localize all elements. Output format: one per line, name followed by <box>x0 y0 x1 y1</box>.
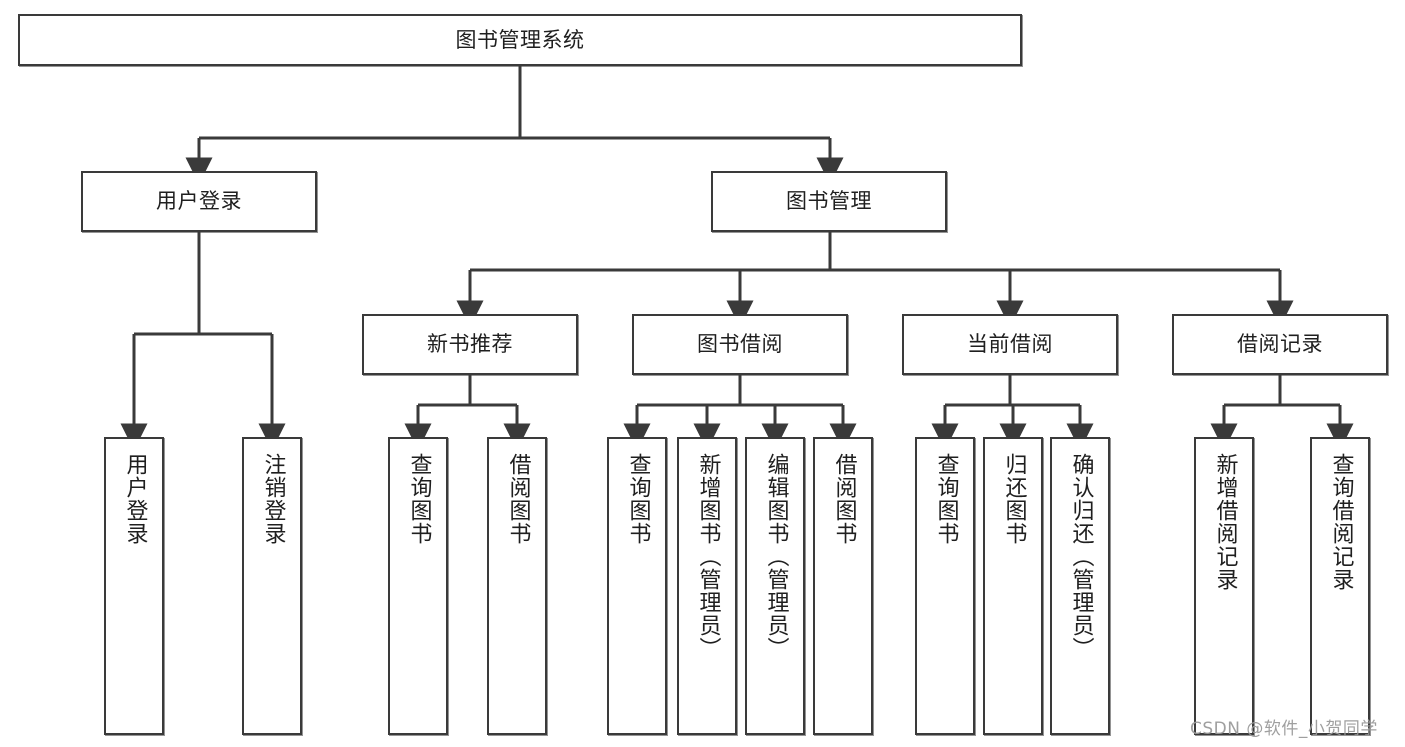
node-root-label: 图书管理系统 <box>455 27 585 52</box>
node-new-book-rec-label: 新书推荐 <box>427 332 513 357</box>
node-book-manage-label: 图书管理 <box>786 189 872 214</box>
node-leaf-query-book-3[interactable]: 查询图书 <box>915 437 975 735</box>
node-leaf-query-book-2-label: 查询图书 <box>625 453 651 545</box>
node-leaf-confirm-return-label: 确认归还（管理员） <box>1068 453 1094 660</box>
node-user-login-label: 用户登录 <box>156 189 242 214</box>
node-leaf-query-record[interactable]: 查询借阅记录 <box>1310 437 1370 735</box>
node-leaf-add-record-label: 新增借阅记录 <box>1212 453 1238 591</box>
node-book-borrow-label: 图书借阅 <box>697 332 783 357</box>
node-current-borrow[interactable]: 当前借阅 <box>902 314 1118 375</box>
node-new-book-rec[interactable]: 新书推荐 <box>362 314 578 375</box>
node-user-login[interactable]: 用户登录 <box>81 171 317 232</box>
node-leaf-query-book-2[interactable]: 查询图书 <box>607 437 667 735</box>
node-leaf-return-book-label: 归还图书 <box>1001 453 1027 545</box>
node-leaf-user-login-label: 用户登录 <box>122 453 148 545</box>
node-leaf-return-book[interactable]: 归还图书 <box>983 437 1043 735</box>
node-leaf-query-book-3-label: 查询图书 <box>933 453 959 545</box>
node-borrow-record-label: 借阅记录 <box>1237 332 1323 357</box>
node-borrow-record[interactable]: 借阅记录 <box>1172 314 1388 375</box>
node-leaf-add-book[interactable]: 新增图书（管理员） <box>677 437 737 735</box>
node-current-borrow-label: 当前借阅 <box>967 332 1053 357</box>
node-book-borrow[interactable]: 图书借阅 <box>632 314 848 375</box>
node-leaf-logout[interactable]: 注销登录 <box>242 437 302 735</box>
node-leaf-add-book-label: 新增图书（管理员） <box>695 453 721 660</box>
node-root[interactable]: 图书管理系统 <box>18 14 1022 66</box>
node-leaf-edit-book-label: 编辑图书（管理员） <box>763 453 789 660</box>
node-leaf-add-record[interactable]: 新增借阅记录 <box>1194 437 1254 735</box>
node-leaf-confirm-return[interactable]: 确认归还（管理员） <box>1050 437 1110 735</box>
node-leaf-borrow-book-1-label: 借阅图书 <box>505 453 531 545</box>
watermark: CSDN @软件_小贺同学 <box>1190 719 1378 739</box>
node-leaf-borrow-book-2[interactable]: 借阅图书 <box>813 437 873 735</box>
node-leaf-query-book-1[interactable]: 查询图书 <box>388 437 448 735</box>
node-leaf-borrow-book-1[interactable]: 借阅图书 <box>487 437 547 735</box>
node-leaf-logout-label: 注销登录 <box>260 453 286 545</box>
node-leaf-edit-book[interactable]: 编辑图书（管理员） <box>745 437 805 735</box>
node-leaf-query-record-label: 查询借阅记录 <box>1328 453 1354 591</box>
node-leaf-query-book-1-label: 查询图书 <box>406 453 432 545</box>
node-book-manage[interactable]: 图书管理 <box>711 171 947 232</box>
node-leaf-borrow-book-2-label: 借阅图书 <box>831 453 857 545</box>
node-leaf-user-login[interactable]: 用户登录 <box>104 437 164 735</box>
